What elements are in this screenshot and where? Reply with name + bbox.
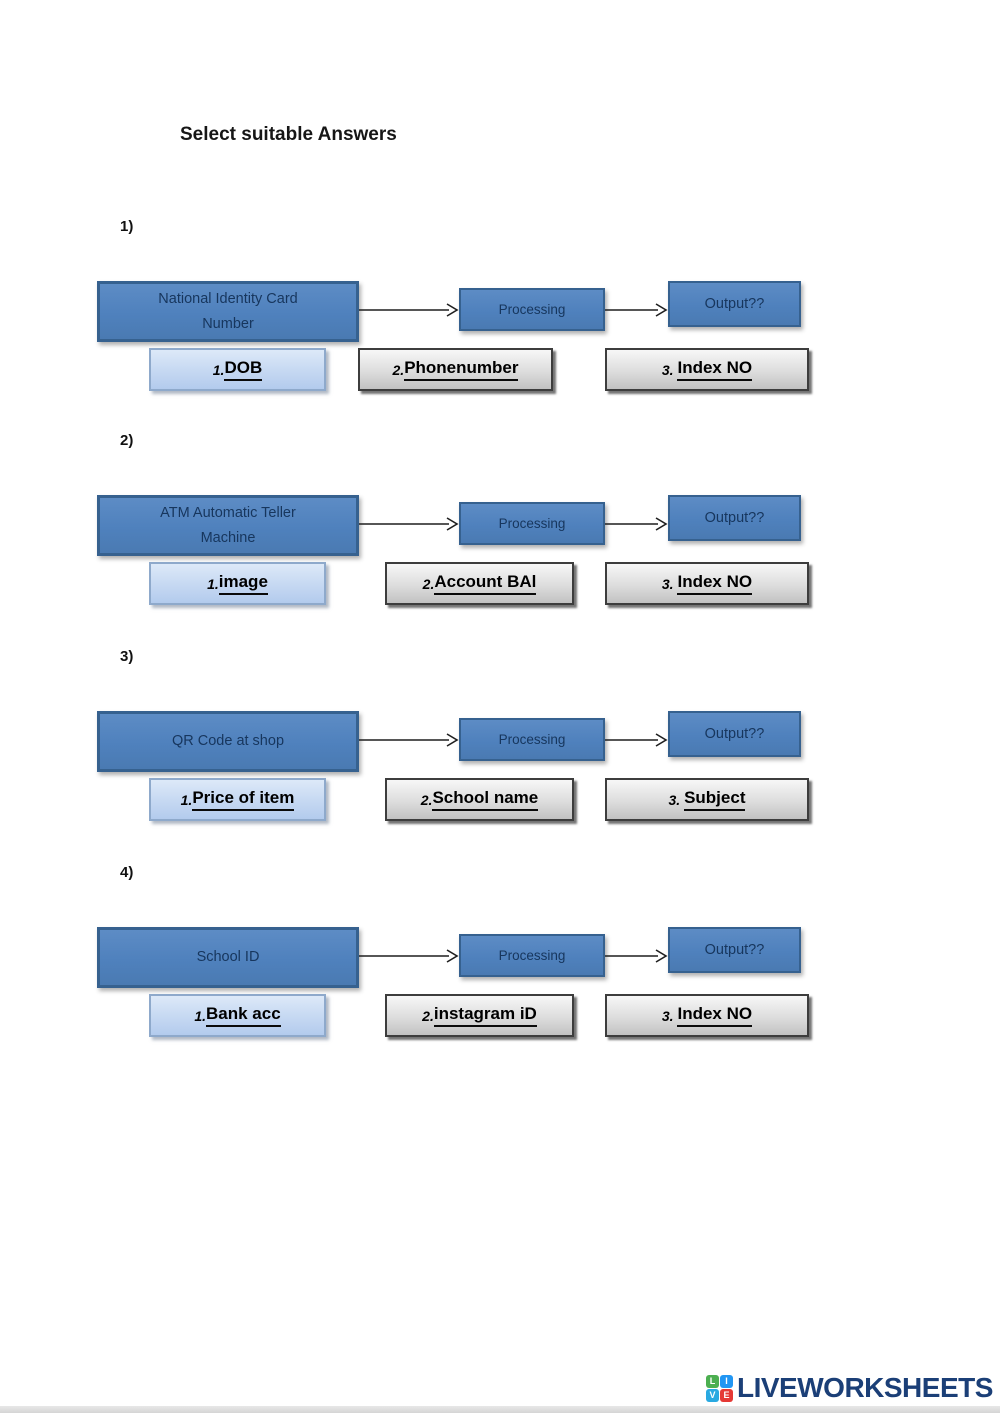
arrow-right-icon [359, 949, 459, 963]
option-label: Account BAl [434, 572, 537, 595]
option-number: 3. [661, 1007, 678, 1024]
logo-tile: V [706, 1388, 719, 1402]
input-box: QR Code at shop [97, 711, 359, 772]
option-label: Index NO [677, 572, 753, 595]
input-box: School ID [97, 927, 359, 988]
arrow-right-icon [605, 949, 668, 963]
option-3-button[interactable]: 3. Index NO [605, 994, 809, 1037]
question-number: 4) [120, 864, 134, 881]
input-box-line2: Number [202, 315, 254, 332]
option-label: image [218, 572, 268, 595]
option-2-button[interactable]: 2.Account BAl [385, 562, 574, 605]
input-box-line1: ATM Automatic Teller [160, 504, 296, 521]
arrow-right-icon [605, 733, 668, 747]
question-2: 2) ATM Automatic Teller Machine Processi… [0, 432, 1000, 646]
arrow-right-icon [359, 733, 459, 747]
output-box: Output?? [668, 927, 801, 973]
option-number: 1. [207, 575, 219, 592]
option-number: 1. [180, 791, 193, 808]
arrow-right-icon [359, 303, 459, 317]
output-box: Output?? [668, 711, 801, 757]
option-2-button[interactable]: 2.Phonenumber [358, 348, 553, 391]
option-number: 3. [661, 575, 678, 592]
option-label: Price of item [192, 788, 295, 811]
question-3: 3) QR Code at shop Processing Output?? 1… [0, 648, 1000, 862]
page-title: Select suitable Answers [180, 124, 397, 145]
question-number: 2) [120, 432, 134, 449]
option-number: 3. [661, 361, 678, 378]
option-number: 2. [392, 361, 405, 378]
question-4: 4) School ID Processing Output?? 1.Bank … [0, 864, 1000, 1078]
option-2-button[interactable]: 2.School name [385, 778, 574, 821]
option-number: 3. [668, 791, 685, 808]
option-number: 1. [194, 1007, 206, 1024]
logo-tile: L [706, 1374, 719, 1388]
option-1-button[interactable]: 1.Bank acc [149, 994, 326, 1037]
input-box-line1: School ID [196, 949, 260, 965]
option-1-button[interactable]: 1.Price of item [149, 778, 326, 821]
option-1-button[interactable]: 1.image [149, 562, 326, 605]
input-box-line1: QR Code at shop [171, 733, 285, 749]
processing-box: Processing [459, 288, 605, 331]
input-box: National Identity Card Number [97, 281, 359, 342]
option-number: 1. [212, 361, 225, 378]
liveworksheets-logo-icon: L I V E [706, 1374, 733, 1402]
option-label: DOB [224, 358, 263, 381]
processing-box: Processing [459, 718, 605, 761]
input-box-line1: National Identity Card [158, 290, 298, 307]
option-1-button[interactable]: 1.DOB [149, 348, 326, 391]
processing-box: Processing [459, 502, 605, 545]
page-edge-divider [0, 1406, 1000, 1413]
option-number: 2. [420, 791, 433, 808]
output-box: Output?? [668, 281, 801, 327]
footer: L I V E LIVEWORKSHEETS [706, 1374, 993, 1402]
option-number: 2. [422, 1007, 434, 1024]
logo-tile: E [720, 1388, 733, 1402]
arrow-right-icon [605, 303, 668, 317]
option-2-button[interactable]: 2.instagram iD [385, 994, 574, 1037]
option-label: instagram iD [433, 1004, 537, 1027]
processing-box: Processing [459, 934, 605, 977]
option-number: 2. [422, 575, 435, 592]
option-label: Index NO [677, 358, 753, 381]
arrow-right-icon [359, 517, 459, 531]
output-box: Output?? [668, 495, 801, 541]
arrow-right-icon [605, 517, 668, 531]
option-3-button[interactable]: 3. Subject [605, 778, 809, 821]
input-box-line2: Machine [200, 529, 256, 546]
option-3-button[interactable]: 3. Index NO [605, 562, 809, 605]
question-number: 3) [120, 648, 134, 665]
option-label: Phonenumber [404, 358, 519, 381]
option-label: Bank acc [206, 1004, 281, 1027]
logo-tile: I [720, 1374, 733, 1388]
question-1: 1) National Identity Card Number Process… [0, 218, 1000, 432]
brand-name[interactable]: LIVEWORKSHEETS [737, 1372, 993, 1403]
question-number: 1) [120, 218, 134, 235]
option-label: Subject [684, 788, 746, 811]
option-3-button[interactable]: 3. Index NO [605, 348, 809, 391]
input-box: ATM Automatic Teller Machine [97, 495, 359, 556]
option-label: Index NO [677, 1004, 753, 1027]
option-label: School name [432, 788, 539, 811]
